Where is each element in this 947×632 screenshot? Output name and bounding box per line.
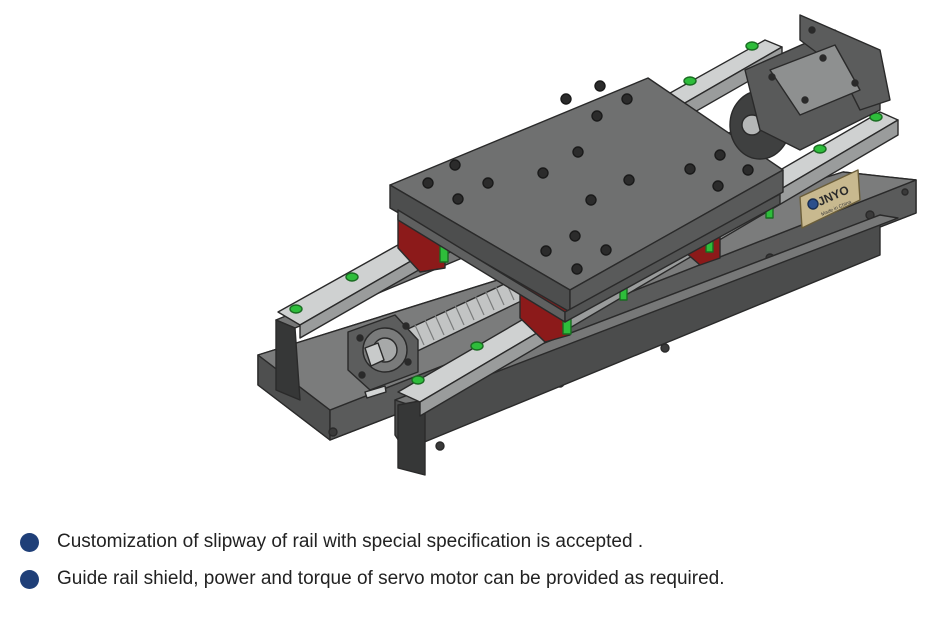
rail-caps	[289, 41, 883, 385]
bullet-dot-icon	[20, 570, 39, 589]
feature-text: Customization of slipway of rail with sp…	[57, 531, 644, 552]
table-plate	[389, 77, 784, 323]
feature-text: Guide rail shield, power and torque of s…	[57, 568, 725, 589]
end-bearing-block	[347, 314, 419, 399]
feature-list: Customization of slipway of rail with sp…	[20, 530, 750, 590]
bullet-dot-icon	[20, 533, 39, 552]
linear-stage-illustration: JNYO Made in China	[257, 14, 917, 476]
table-holes	[422, 80, 754, 275]
feature-item: Guide rail shield, power and torque of s…	[20, 567, 750, 590]
feature-item: Customization of slipway of rail with sp…	[20, 530, 750, 553]
brand-plate	[799, 169, 861, 229]
servo-motor	[729, 14, 891, 160]
